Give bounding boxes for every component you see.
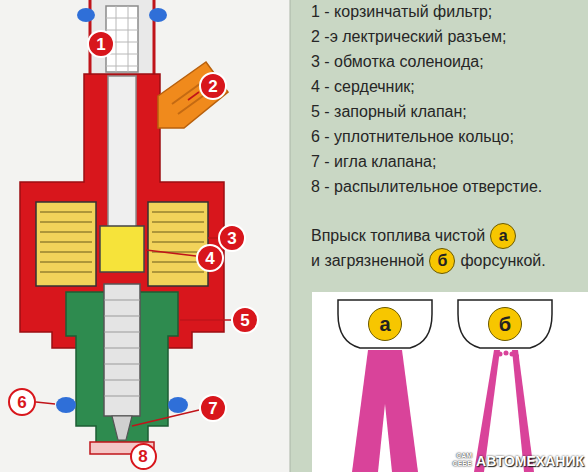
leader-lines (36, 92, 231, 426)
leader-line (188, 92, 199, 100)
solenoid-coil (36, 202, 96, 286)
nozzle-dirty (458, 300, 552, 348)
watermark: САМ (456, 452, 472, 459)
panel-divider (290, 0, 291, 472)
node-text: 1 (96, 36, 105, 53)
legend-item: 1 - корзинчатый фильтр; (311, 3, 492, 21)
droplets (494, 351, 519, 359)
node-text: 8 (138, 448, 147, 465)
callout-number: 3 (218, 224, 246, 252)
inline-marker: б (429, 248, 455, 274)
callout-number: 7 (199, 394, 227, 422)
o-ring (56, 397, 76, 413)
o-ring (149, 8, 167, 22)
node-text: 4 (205, 250, 214, 267)
node-text: 7 (208, 400, 217, 417)
inline-marker: а (490, 223, 516, 249)
coil-windings (40, 212, 204, 272)
caption-text: Впрыск топлива чистой (311, 227, 485, 245)
leader-line (132, 410, 199, 426)
nozzle-clean (338, 300, 432, 348)
spray-marker: а (368, 307, 402, 341)
leader-line (208, 237, 218, 239)
spray-panel (312, 292, 588, 472)
o-ring (168, 397, 188, 413)
callout-number: 6 (8, 388, 36, 416)
core (100, 226, 144, 272)
armature-ribs (104, 300, 140, 396)
leader-line (180, 319, 231, 321)
legend-item: 6 - уплотнительное кольцо; (311, 128, 514, 146)
legend-item: 4 - сердечник; (311, 78, 415, 96)
leader-line (146, 250, 196, 256)
callout-number: 5 (231, 306, 259, 334)
callout-number: 2 (199, 72, 227, 100)
spray-clean (352, 350, 418, 472)
valve-needle (112, 416, 132, 440)
legend-item: 8 - распылительное отверстие. (311, 178, 542, 196)
node-text: б (437, 253, 447, 269)
callout-number: 1 (87, 30, 115, 58)
electric-connector (158, 62, 228, 128)
legend-item: 5 - запорный клапан; (311, 103, 467, 121)
node-text: 3 (227, 230, 236, 247)
node-text: 5 (240, 312, 249, 329)
solenoid-coil (148, 202, 208, 286)
fuel-channel (108, 76, 136, 228)
spray-gap (378, 404, 392, 472)
caption-text: форсункой. (460, 252, 545, 270)
inlet-tube (90, 0, 154, 80)
node-text: а (499, 228, 508, 244)
o-ring (77, 8, 95, 22)
spray-marker: б (488, 307, 522, 341)
legend-item: 3 - обмотка соленоида; (311, 53, 484, 71)
node-text: а (379, 314, 390, 334)
node-text: 6 (17, 394, 26, 411)
legend-item: 7 - игла клапана; (311, 153, 436, 171)
node-text: 2 (208, 78, 217, 95)
caption-text: и загрязненной (311, 252, 424, 270)
node-text: б (499, 314, 511, 334)
callout-number: 8 (130, 443, 157, 470)
leader-line (36, 402, 55, 404)
legend-item: 2 -э лектрический разъем; (311, 28, 506, 46)
right-panel (290, 0, 588, 472)
armature (104, 284, 140, 416)
callout-number: 4 (196, 244, 224, 272)
watermark: СЕБЕ (453, 460, 472, 467)
watermark: АВТОМЕХАНИК (476, 454, 584, 468)
